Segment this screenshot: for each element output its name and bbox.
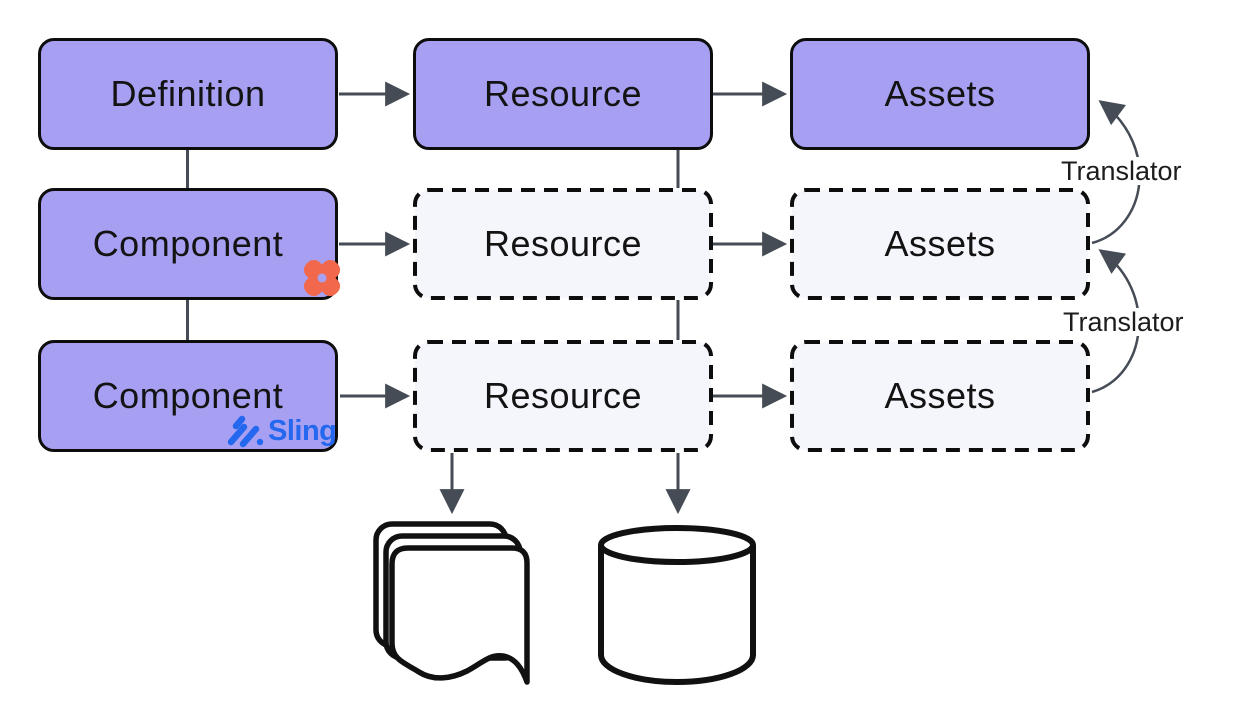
- node-label: Assets: [884, 73, 996, 114]
- node-resource-row3-virtual: Resource: [413, 340, 713, 452]
- node-label: Component: [92, 375, 284, 416]
- sling-logo: Sling: [224, 414, 337, 448]
- node-label: Assets: [884, 223, 996, 264]
- translator-label-top: Translator: [1059, 156, 1184, 186]
- node-label: Resource: [483, 375, 643, 416]
- node-assets-row3-virtual: Assets: [790, 340, 1090, 452]
- sling-logo-icon: [227, 415, 264, 448]
- document-stack-icon: [373, 521, 530, 685]
- node-label: Resource: [483, 223, 643, 264]
- database-icon: [598, 525, 756, 685]
- dashed-border: [413, 188, 713, 300]
- dashed-border: [790, 340, 1090, 452]
- node-resource-row2-virtual: Resource: [413, 188, 713, 300]
- node-component-row3: Component: [38, 340, 338, 452]
- node-assets-row2-virtual: Assets: [790, 188, 1090, 300]
- dashed-border: [790, 188, 1090, 300]
- dashed-border: [413, 340, 713, 452]
- node-label: Resource: [483, 73, 643, 114]
- node-label: Assets: [884, 375, 996, 416]
- node-definition: Definition: [38, 38, 338, 150]
- node-label: Component: [92, 223, 284, 264]
- node-assets-row1: Assets: [790, 38, 1090, 150]
- node-component-row2: Component: [38, 188, 338, 300]
- node-label: Definition: [110, 73, 266, 114]
- sling-wordmark: Sling: [268, 414, 337, 447]
- node-resource-row1: Resource: [413, 38, 713, 150]
- translator-label-bottom: Translator: [1061, 307, 1186, 337]
- x-logo-icon: [303, 259, 341, 297]
